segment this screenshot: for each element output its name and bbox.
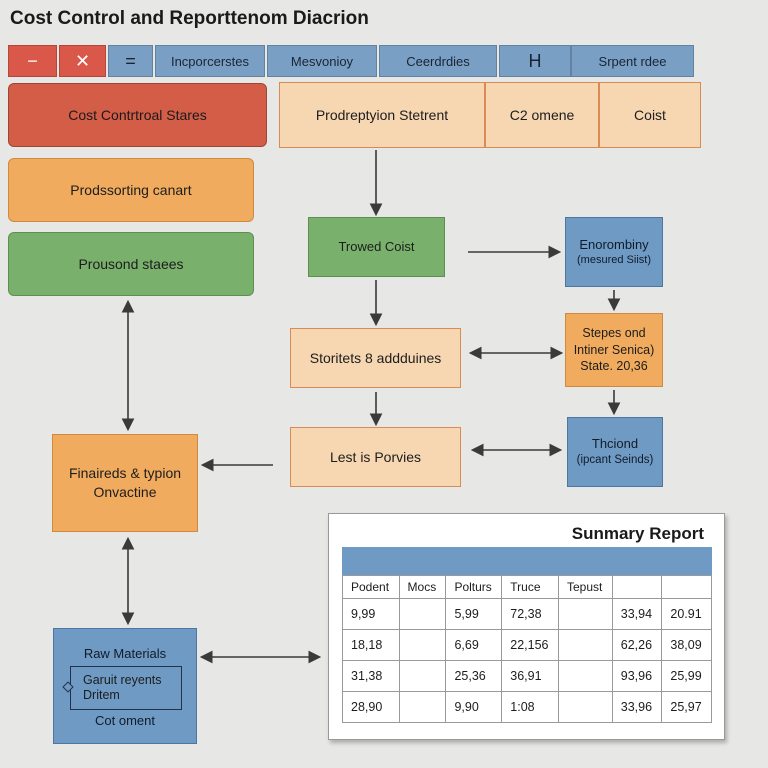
table-cell: 36,91 [501, 660, 559, 692]
trowed-coist-label: Trowed Coist [338, 239, 415, 255]
table-cell [398, 598, 447, 630]
tab-incporcerstes[interactable]: Incporcerstes [155, 45, 265, 77]
column-header [661, 575, 712, 599]
table-cell: 72,38 [501, 598, 559, 630]
table-cell [558, 598, 613, 630]
table-cell: 25,97 [661, 691, 712, 723]
table-cell [398, 691, 447, 723]
lest-is-label: Lest is Porvies [329, 448, 422, 465]
table-cell: 20.91 [661, 598, 712, 630]
thciond-label: Thciond [591, 436, 639, 452]
storitets-label: Storitets 8 addduines [309, 349, 442, 366]
table-cell: 6,69 [445, 629, 503, 661]
summary-report-panel: Sunmary Report Podent Mocs Polturs Truce… [328, 513, 725, 740]
finaireds-label-line1: Finaireds & typion [68, 465, 182, 482]
lest-is-box[interactable]: Lest is Porvies [290, 427, 461, 487]
table-cell: 93,96 [611, 660, 663, 692]
table-cell: 25,36 [445, 660, 503, 692]
table-cell: 33,94 [611, 598, 663, 630]
column-header: Podent [342, 575, 400, 599]
menu-button[interactable]: = [108, 45, 153, 77]
table-cell: 9,99 [342, 598, 400, 630]
column-header: Truce [501, 575, 559, 599]
table-cell [558, 691, 613, 723]
cost-control-states-label: Cost Contrtroal Stares [68, 106, 207, 123]
table-cell: 18,18 [342, 629, 400, 661]
enorombiny-box[interactable]: Enorombiny (mesured Siist) [565, 217, 663, 287]
stepes-box[interactable]: Stepes ond Intiner Senica) State. 20,36 [565, 313, 663, 387]
tab-srpent-rdee[interactable]: Srpent rdee [571, 45, 694, 77]
table-cell: 31,38 [342, 660, 400, 692]
stepes-label-line2: Intiner Senica) [573, 342, 655, 357]
tab-mesvonioy[interactable]: Mesvonioy [267, 45, 377, 77]
table-cell: 62,26 [611, 629, 663, 661]
table-header-row: Podent Mocs Polturs Truce Tepust [342, 575, 712, 599]
column-header: Polturs [445, 575, 503, 599]
column-header: Mocs [398, 575, 447, 599]
close-button[interactable]: ✕ [59, 45, 106, 77]
table-cell [398, 660, 447, 692]
table-row: 31,38 25,36 36,91 93,96 25,99 [342, 660, 712, 692]
enorombiny-sublabel: (mesured Siist) [577, 254, 651, 267]
prodssorting-box[interactable]: Prodssorting canart [8, 158, 254, 222]
table-cell [558, 629, 613, 661]
table-cell: 9,90 [445, 691, 503, 723]
garuit-label-line1: Garuit reyents [83, 673, 162, 687]
table-cell: 33,96 [611, 691, 663, 723]
prousond-label: Prousond staees [78, 255, 184, 272]
report-table: Podent Mocs Polturs Truce Tepust 9,99 5,… [342, 575, 712, 723]
table-cell: 22,156 [501, 629, 559, 661]
table-row: 28,90 9,90 1:08 33,96 25,97 [342, 691, 712, 723]
table-row: 9,99 5,99 72,38 33,94 20.91 [342, 598, 712, 630]
table-cell [398, 629, 447, 661]
tab-ceerdrdies[interactable]: Ceerdrdies [379, 45, 497, 77]
cot-oment-label: Cot oment [95, 713, 155, 728]
raw-materials-box[interactable]: Raw Materials Cot oment [53, 628, 197, 744]
garuit-label-line2: Dritem [83, 688, 120, 702]
garuit-subbox[interactable]: Garuit reyents Dritem [70, 666, 182, 710]
prodreptyion-label: Prodreptyion Stetrent [315, 106, 449, 123]
minimize-button[interactable]: − [8, 45, 57, 77]
enorombiny-label: Enorombiny [579, 236, 649, 252]
storitets-box[interactable]: Storitets 8 addduines [290, 328, 461, 388]
prodreptyion-box[interactable]: Prodreptyion Stetrent [279, 82, 485, 148]
table-cell [558, 660, 613, 692]
table-row: 18,18 6,69 22,156 62,26 38,09 [342, 629, 712, 661]
prodssorting-label: Prodssorting canart [70, 181, 192, 198]
thciond-box[interactable]: Thciond (ipcant Seinds) [567, 417, 663, 487]
stepes-label-line1: Stepes ond [582, 325, 646, 340]
finaireds-box[interactable]: Finaireds & typion Onvactine [52, 434, 198, 532]
c2-omene-box[interactable]: C2 omene [485, 82, 599, 148]
table-cell: 28,90 [342, 691, 400, 723]
tab-h[interactable]: H [499, 45, 571, 77]
raw-materials-label: Raw Materials [83, 646, 167, 661]
cost-control-states-box[interactable]: Cost Contrtroal Stares [8, 83, 267, 147]
prousond-box[interactable]: Prousond staees [8, 232, 254, 296]
summary-report-title: Sunmary Report [571, 524, 704, 543]
column-header: Tepust [558, 575, 613, 599]
cost-box[interactable]: Coist [599, 82, 701, 148]
finaireds-label-line2: Onvactine [93, 484, 157, 500]
thciond-sublabel: (ipcant Seinds) [576, 454, 654, 467]
table-cell: 38,09 [661, 629, 712, 661]
table-cell: 1:08 [501, 691, 559, 723]
table-cell: 25,99 [661, 660, 712, 692]
page-title: Cost Control and Reporttenom Diacrion [10, 8, 369, 29]
column-header [611, 575, 663, 599]
stepes-label-line3: State. 20,36 [580, 359, 648, 374]
c2-omene-label: C2 omene [509, 106, 575, 123]
trowed-coist-box[interactable]: Trowed Coist [308, 217, 445, 277]
cost-label: Coist [634, 106, 666, 123]
table-cell: 5,99 [445, 598, 503, 630]
report-header-band [342, 547, 712, 575]
